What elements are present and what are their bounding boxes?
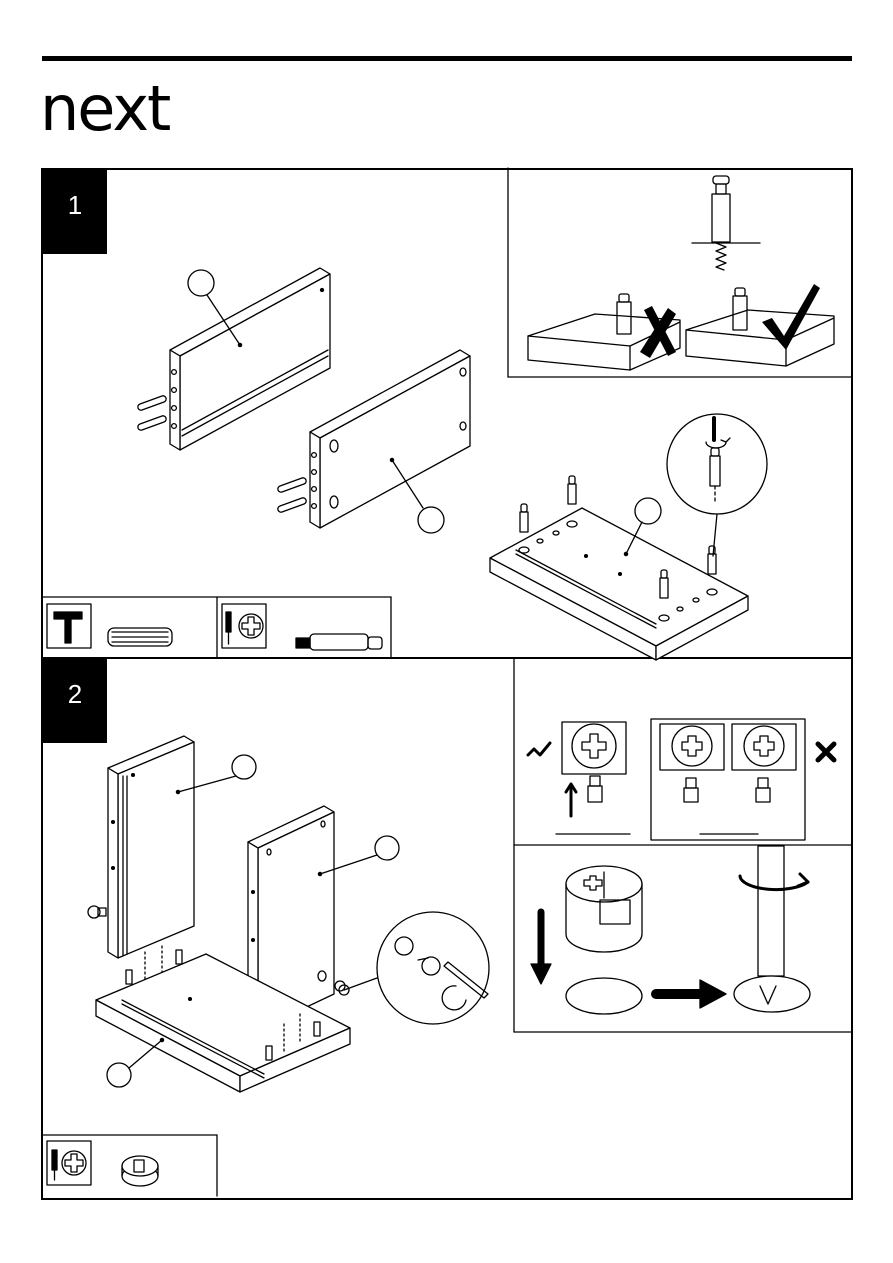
step1-tools — [43, 597, 391, 657]
step2-side-panel-left — [108, 736, 194, 958]
step2-cam-left — [88, 906, 106, 918]
screwdriver-icon — [226, 612, 231, 644]
step2-inset-rotation — [531, 846, 810, 1014]
rotate-arrow-icon — [740, 874, 808, 890]
part-callout-b — [418, 507, 444, 533]
part-callout-a — [188, 270, 214, 296]
right-arrow-icon — [700, 980, 726, 1008]
part-callout-d — [232, 755, 256, 779]
step2-inset-orientation — [514, 659, 851, 1032]
phillips-head-icon — [239, 614, 263, 638]
screwdriver-icon — [52, 1150, 57, 1180]
step1-dowels-a — [138, 396, 166, 430]
step1-dowels-b — [278, 478, 306, 512]
hammer-icon — [54, 612, 82, 643]
step1-base-board — [490, 508, 748, 660]
phillips-head-icon — [62, 1151, 86, 1175]
step2-magnifier — [344, 912, 489, 1024]
check-mark-icon — [528, 743, 550, 755]
step1-inset-screw-depth — [508, 168, 851, 377]
part-callout-e — [375, 836, 399, 860]
cross-mark-icon — [818, 744, 834, 760]
part-callout-c — [635, 498, 661, 524]
part-callout-f — [107, 1063, 131, 1087]
step1-side-panel-a — [170, 268, 330, 450]
step1-magnifier — [667, 414, 767, 556]
step2-tools — [43, 1135, 217, 1196]
step1-side-panel-b — [310, 350, 470, 528]
